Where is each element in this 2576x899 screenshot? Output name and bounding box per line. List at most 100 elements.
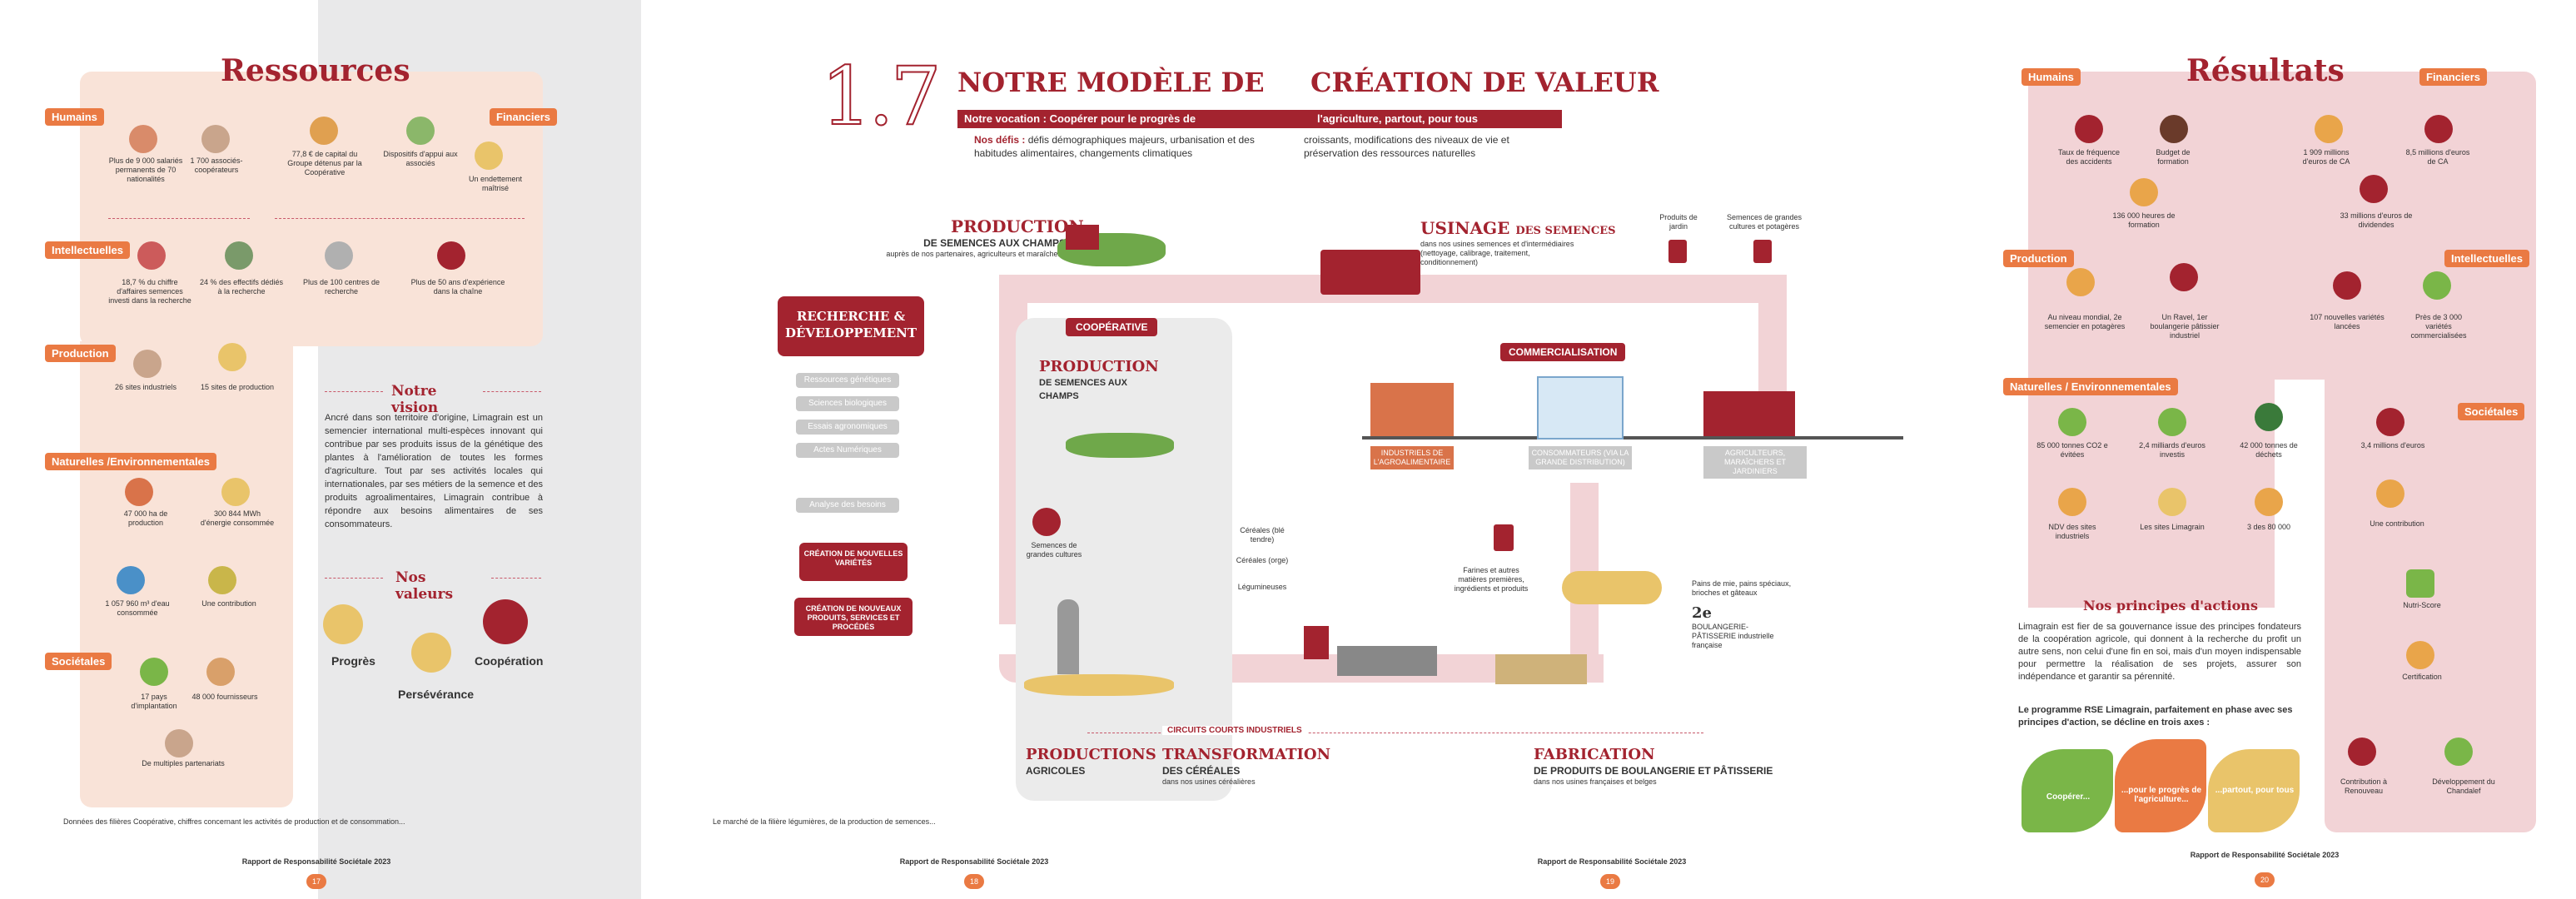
creation-box-1 [799,543,908,581]
product-bag-icon [1753,240,1772,263]
footer: Rapport de Responsabilité Sociétale 2023 [2190,851,2340,859]
value-perseverance: Persévérance [398,688,475,701]
rd-box [778,296,924,356]
divider [325,578,383,579]
creation-box-2 [794,598,913,636]
wheat-icon [208,566,236,594]
financiers-stat-3: Un endettement maîtrisé [468,175,523,192]
sprout-icon [2423,271,2451,300]
divider [491,578,541,579]
page-17: Ressources Humains Financiers Plus de 9 … [0,0,558,899]
intel-stat-4: Plus de 50 ans d'expérience dans la chaî… [410,278,505,296]
vision-title: Notre vision [391,383,439,416]
factory-illustration [1370,383,1454,436]
person-icon [2255,488,2283,516]
axe-2: ...pour le progrès de l'agriculture... [2121,786,2202,804]
usinage-note: dans nos usines semences et d'intermédia… [1420,240,1574,266]
principes-title: Nos principes d'actions [2083,598,2258,613]
flow-band [1758,275,1787,400]
intel-stat-3: Plus de 100 centres de recherche [302,278,380,296]
production-note: auprès de nos partenaires, agriculteurs … [886,250,1064,258]
heart-pulse-icon [2075,115,2103,143]
production-result-2: Un Ravel, 1er boulangerie pâtissier indu… [2150,313,2220,340]
certificate-icon [2406,641,2434,669]
financiers-stat-2: Dispositifs d'appui aux associés [383,150,458,167]
footnote: Données des filières Coopérative, chiffr… [63,817,405,826]
lab-icon [325,241,353,270]
vision-text: Ancré dans son territoire d'origine, Lim… [325,413,543,529]
clock-icon [2130,178,2158,206]
divider [108,218,250,219]
cooperative-zone [1016,318,1232,801]
tag-intellectuelles: Intellectuelles [45,241,130,259]
axe-1-shape [2022,749,2113,832]
nat-result-5: NDV des sites industriels [2048,523,2096,540]
money-bag-icon [310,117,338,145]
coins-icon [475,142,503,170]
value-progres: Progrès [331,654,375,668]
axe-3: ...partout, pour tous [2215,786,2295,795]
vocation-text: l'agriculture, partout, pour tous [1317,112,1479,125]
defis-label: Nos défis : [974,134,1026,146]
handshake-icon [165,729,193,757]
award-icon [2158,488,2186,516]
nat-result-2: 2,4 milliards d'euros investis [2139,441,2206,459]
semences-label: Semences de grandes cultures [1026,541,1082,559]
creation-2: CRÉATION DE NOUVEAUX PRODUITS, SERVICES … [805,604,902,631]
grey-label-1: INDUSTRIELS DE L'AGROALIMENTAIRE [1370,446,1454,469]
factory-illustration [1495,654,1587,684]
footer: Rapport de Responsabilité Sociétale 2023 [899,857,1049,866]
nat-result-8: Une contribution [2370,519,2424,528]
soc-stat-2: 48 000 fournisseurs [191,693,258,701]
cooperative-label: COOPÉRATIVE [1066,318,1158,336]
tag-societales: Sociétales [2458,403,2525,420]
axe-1: Coopérer... [2046,792,2091,802]
commercialisation-label: COMMERCIALISATION [1500,343,1626,361]
defis-text: croissants, modifications des niveaux de… [1304,134,1509,159]
resources-panel-lower [80,341,293,807]
grey-label-3: AGRICULTEURS, MARAÎCHERS ET JARDINIERS [1703,446,1807,479]
programme-text: Le programme RSE Limagrain, parfaitement… [2018,705,2293,728]
page-number: 17 [306,874,326,889]
factory-illustration [1337,646,1437,676]
usine-illustration [1320,250,1420,295]
page-number: 20 [2255,872,2275,887]
humains-result-2: Budget de formation [2156,148,2191,166]
circuits-label: CIRCUITS COURTS INDUSTRIELS [1162,726,1307,735]
tractor-icon [125,478,153,506]
bread-illustration [1562,571,1662,604]
grey-label-2: CONSOMMATEURS (VIA LA GRANDE DISTRIBUTIO… [1529,446,1632,469]
graduation-cap-icon [2160,115,2188,143]
scientist-icon [137,241,166,270]
footnote: Le marché de la filière légumières, de l… [713,817,936,826]
researcher-icon [225,241,253,270]
water-drop-icon [117,566,145,594]
financiers-result-1: 1 909 millions d'euros de CA [2302,148,2350,166]
tag-production: Production [2003,250,2074,267]
usinage-sub: DES SEMENCES [1515,225,1616,237]
rd-pill-1: Ressources génétiques [796,373,899,388]
values-title: Nos valeurs [395,569,454,603]
field-illustration [1066,433,1174,458]
axe-3-shape [2208,749,2300,832]
page-18: 1.7 NOTRE MODÈLE DE Notre vocation : Coo… [641,0,1287,899]
boxes-icon [206,658,235,686]
bag-icon [1494,524,1514,551]
produit-jardin: Produits de jardin [1659,213,1698,231]
financiers-result-3: 33 millions d'euros de dividendes [2340,211,2413,229]
nat-stat-3: 1 057 960 m³ d'eau consommée [105,599,170,617]
divider [275,218,525,219]
factory-icon [2058,488,2086,516]
humains-result-1: Taux de fréquence des accidents [2057,148,2121,166]
soc-stat-1: 17 pays d'implantation [131,693,177,710]
production2-subtitle: DE SEMENCES AUX CHAMPS [1039,378,1127,401]
production-result-3: 107 nouvelles variétés lancées [2310,313,2385,330]
intel-stat-1: 18,7 % du chiffre d'affaires semences in… [108,278,191,305]
earth-icon [2158,408,2186,436]
seeds-icon [1032,508,1061,536]
medal-icon [2066,268,2095,296]
productions-subtitle: AGRICOLES [1026,765,1086,777]
production2-title: PRODUCTION [1039,358,1159,375]
people-icon [129,125,157,153]
intel-stat-2: 24 % des effectifs dédiés à la recherche [200,278,283,296]
